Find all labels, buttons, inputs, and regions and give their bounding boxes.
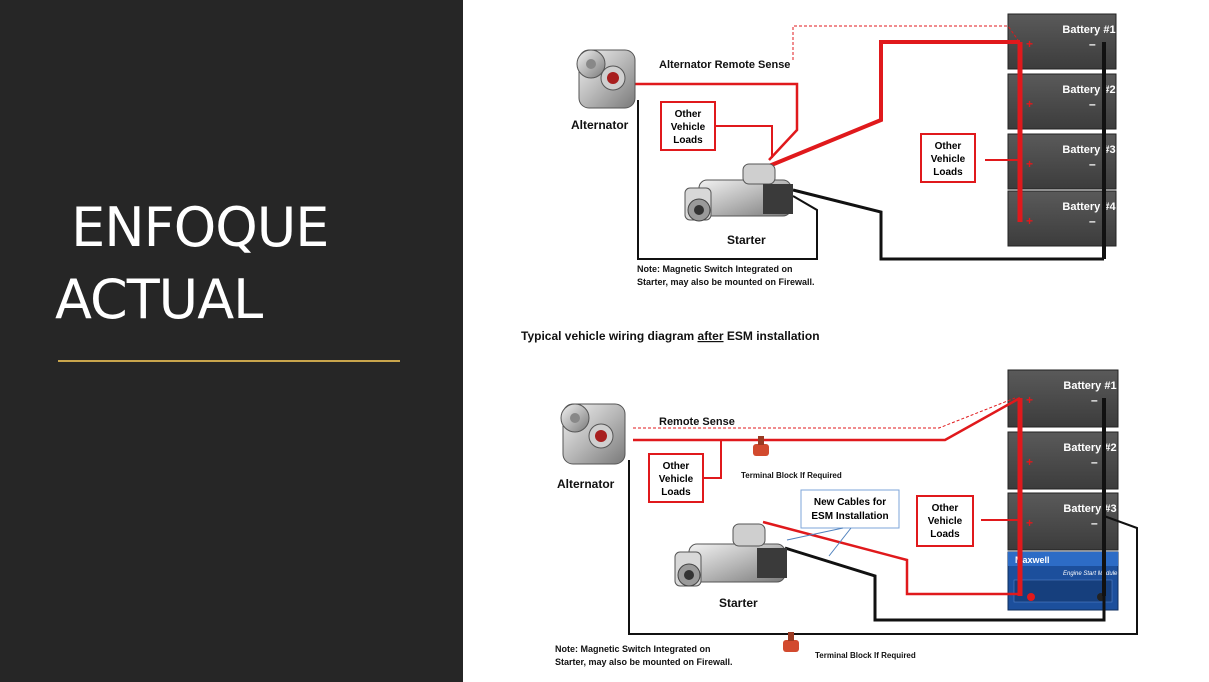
starter-negative-cable bbox=[792, 188, 1104, 261]
callout-arrow-icon bbox=[786, 527, 852, 557]
diagram-before: Battery #1 Battery #2 Battery #3 Battery… bbox=[571, 13, 1117, 287]
vehicle-loads-box-right-esm bbox=[916, 495, 974, 547]
alternator-output-cable-esm bbox=[633, 396, 1021, 442]
vehicle-loads-esm-line-2: Vehicle bbox=[659, 474, 694, 485]
note-line-1: Note: Magnetic Switch Integrated on bbox=[637, 264, 793, 274]
esm-battery-2 bbox=[1007, 431, 1119, 490]
ground-cable-esm bbox=[628, 460, 1138, 635]
remote-sense-label: Alternator Remote Sense bbox=[659, 59, 790, 71]
positive-terminal-icon: + + + bbox=[1026, 393, 1033, 530]
vehicle-loads-cable-esm bbox=[703, 440, 722, 479]
caption-emphasis: after bbox=[698, 329, 724, 343]
battery-3-label: Battery #3 bbox=[1062, 144, 1115, 156]
vehicle-loads-right-esm-line-2: Vehicle bbox=[928, 516, 963, 527]
vehicle-loads-box bbox=[660, 101, 716, 151]
remote-sense-label-esm: Remote Sense bbox=[659, 416, 735, 428]
starter-icon bbox=[674, 523, 787, 587]
battery-stack-esm: Battery #1 Battery #2 Battery #3 + + + – – – bbox=[1007, 369, 1119, 551]
svg-text:–: – bbox=[1091, 516, 1098, 530]
svg-text:+: + bbox=[1026, 393, 1033, 407]
esm-positive-cable bbox=[762, 520, 1020, 596]
wiring-diagram: Battery #1 Battery #2 Battery #3 Battery… bbox=[521, 13, 1138, 667]
vehicle-loads-box-right bbox=[920, 133, 976, 183]
svg-text:–: – bbox=[1089, 97, 1096, 111]
vehicle-loads-line-2: Vehicle bbox=[671, 122, 706, 133]
diagram-after: Battery #1 Battery #2 Battery #3 +++ –––… bbox=[555, 369, 1138, 667]
terminal-block-icon-bottom bbox=[783, 632, 799, 652]
esm-product: Engine Start Module bbox=[1063, 571, 1118, 577]
title-divider bbox=[58, 360, 400, 362]
battery-2-label: Battery #2 bbox=[1062, 84, 1115, 96]
section-caption: Typical vehicle wiring diagram after ESM… bbox=[521, 329, 820, 343]
starter-label-esm: Starter bbox=[719, 596, 758, 610]
svg-text:+: + bbox=[1026, 516, 1033, 530]
positive-terminal-icon: + + + + bbox=[1026, 37, 1033, 228]
svg-text:–: – bbox=[1091, 393, 1098, 407]
new-cables-line-2: ESM Installation bbox=[811, 511, 888, 522]
slide-title-line1: ENFOQUE bbox=[55, 196, 329, 259]
svg-text:–: – bbox=[1089, 37, 1096, 51]
terminal-block-label: Terminal Block If Required bbox=[741, 471, 842, 480]
battery-1 bbox=[1007, 13, 1117, 70]
new-cables-line-1: New Cables for bbox=[814, 497, 886, 508]
svg-text:–: – bbox=[1089, 214, 1096, 228]
esm-battery-2-label: Battery #2 bbox=[1063, 442, 1116, 454]
svg-text:+: + bbox=[1026, 97, 1033, 111]
vehicle-loads-right-line-2: Vehicle bbox=[931, 154, 966, 165]
negative-terminal-icon: – – – bbox=[1091, 393, 1098, 530]
positive-main-cable bbox=[768, 40, 1020, 168]
caption-after: ESM installation bbox=[724, 329, 820, 343]
alternator-icon bbox=[560, 403, 626, 465]
vehicle-loads-right-esm-line-3: Loads bbox=[930, 529, 960, 540]
esm-module: Maxwell Engine Start Module bbox=[1007, 551, 1119, 611]
battery-stack: Battery #1 Battery #2 Battery #3 Battery… bbox=[1007, 13, 1117, 247]
svg-text:+: + bbox=[1026, 455, 1033, 469]
svg-text:+: + bbox=[1026, 157, 1033, 171]
terminal-block-label-bottom: Terminal Block If Required bbox=[815, 651, 916, 660]
svg-text:+: + bbox=[1026, 214, 1033, 228]
battery-1-label: Battery #1 bbox=[1062, 24, 1115, 36]
esm-battery-1 bbox=[1007, 369, 1119, 428]
note-line-2-esm: Starter, may also be mounted on Firewall… bbox=[555, 657, 733, 667]
remote-sense-wire bbox=[792, 25, 1019, 60]
vehicle-loads-right-line-3: Loads bbox=[933, 167, 963, 178]
svg-text:+: + bbox=[1026, 37, 1033, 51]
vehicle-loads-line-3: Loads bbox=[673, 135, 703, 146]
alternator-output-cable bbox=[633, 82, 799, 161]
ground-cable bbox=[637, 100, 818, 260]
svg-text:–: – bbox=[1091, 455, 1098, 469]
esm-battery-3-label: Battery #3 bbox=[1063, 503, 1116, 515]
vehicle-loads-cable bbox=[715, 125, 773, 158]
esm-brand: Maxwell bbox=[1015, 555, 1050, 565]
vehicle-loads-esm-line-1: Other bbox=[663, 461, 690, 472]
battery-4-label: Battery #4 bbox=[1062, 201, 1116, 213]
vehicle-loads-line-1: Other bbox=[675, 109, 702, 120]
note-line-1-esm: Note: Magnetic Switch Integrated on bbox=[555, 644, 711, 654]
alternator-label-esm: Alternator bbox=[557, 477, 615, 491]
title-panel: ENFOQUE ACTUAL bbox=[0, 0, 463, 682]
negative-terminal-icon: – – – – bbox=[1089, 37, 1096, 228]
vehicle-loads-right-line-1: Other bbox=[935, 141, 962, 152]
esm-battery-3 bbox=[1007, 492, 1119, 551]
svg-text:–: – bbox=[1089, 157, 1096, 171]
slide-title: ENFOQUE ACTUAL bbox=[55, 192, 329, 336]
esm-negative-cable bbox=[784, 546, 1106, 622]
vehicle-loads-right-esm-line-1: Other bbox=[932, 503, 959, 514]
terminal-block-icon bbox=[753, 436, 769, 456]
battery-2 bbox=[1007, 73, 1117, 130]
esm-battery-1-label: Battery #1 bbox=[1063, 380, 1116, 392]
battery-4 bbox=[1007, 190, 1117, 247]
starter-label: Starter bbox=[727, 233, 766, 247]
battery-3 bbox=[1007, 133, 1117, 190]
slide-title-line2: ACTUAL bbox=[55, 268, 263, 331]
vehicle-loads-box-esm bbox=[648, 453, 704, 503]
starter-icon bbox=[684, 163, 793, 222]
alternator-label: Alternator bbox=[571, 118, 629, 132]
caption-before: Typical vehicle wiring diagram bbox=[521, 329, 698, 343]
remote-sense-wire-esm bbox=[633, 397, 1016, 429]
new-cables-box bbox=[800, 489, 900, 529]
note-line-2: Starter, may also be mounted on Firewall… bbox=[637, 277, 815, 287]
alternator-icon bbox=[576, 49, 636, 109]
vehicle-loads-esm-line-3: Loads bbox=[661, 487, 691, 498]
